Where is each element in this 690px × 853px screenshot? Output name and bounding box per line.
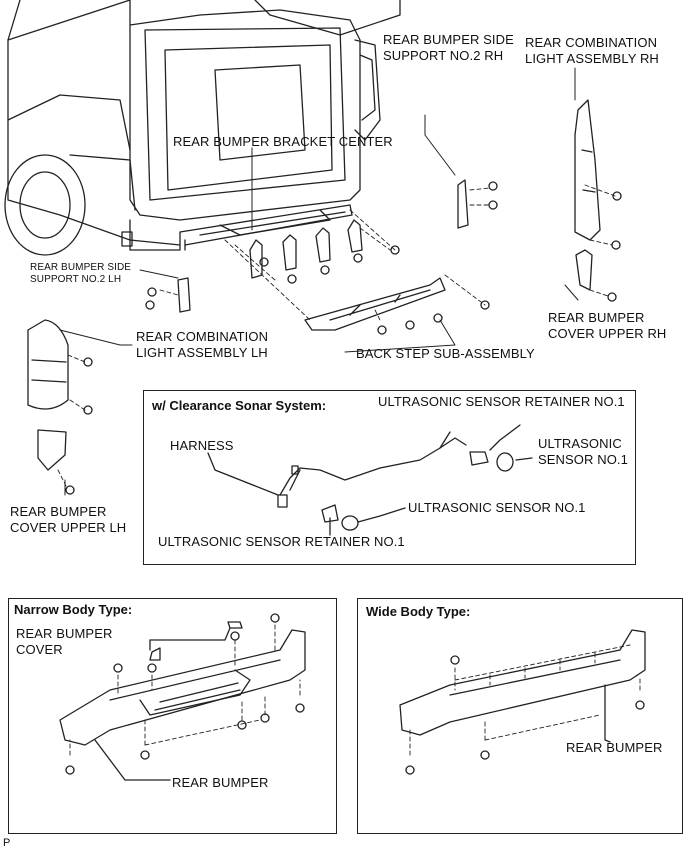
label-wide-bumper: REAR BUMPER (566, 740, 663, 755)
label-cover-upper-rh-1: REAR BUMPER (548, 310, 645, 325)
bolts (65, 181, 622, 495)
back-step (304, 277, 446, 331)
label-cover-upper-lh-1: REAR BUMPER (10, 504, 107, 519)
label-bumper-cover-1: REAR BUMPER (16, 626, 113, 641)
label-side-support-lh-1: REAR BUMPER SIDE (30, 262, 132, 273)
cover-upper-rh (575, 249, 593, 291)
label-side-support-rh-1: REAR BUMPER SIDE (383, 32, 514, 47)
label-retainer-bottom: ULTRASONIC SENSOR RETAINER NO.1 (158, 534, 405, 549)
dashed-guides (57, 184, 616, 487)
parts (27, 99, 601, 471)
label-sensor-right-1: ULTRASONIC (538, 436, 622, 451)
leader-lines (59, 67, 579, 496)
sonar-art (207, 424, 533, 536)
label-combination-light-rh-2: LIGHT ASSEMBLY RH (525, 51, 659, 66)
combination-light-lh (27, 319, 69, 410)
label-retainer-top: ULTRASONIC SENSOR RETAINER NO.1 (378, 394, 625, 409)
cover-upper-lh (37, 429, 67, 471)
sonar-panel-title: w/ Clearance Sonar System: (152, 398, 327, 413)
side-support-rh (457, 179, 469, 229)
center-bracket (249, 239, 263, 279)
label-cover-upper-rh-2: COVER UPPER RH (548, 326, 667, 341)
figure-code: P (3, 837, 11, 849)
label-back-step: BACK STEP SUB-ASSEMBLY (356, 346, 535, 361)
vehicle-body-illustration (4, 0, 401, 256)
narrow-panel-title: Narrow Body Type: (14, 602, 133, 617)
narrow-body-panel (8, 598, 337, 834)
label-cover-upper-lh-2: COVER UPPER LH (10, 520, 127, 535)
label-side-support-rh-2: SUPPORT NO.2 RH (383, 48, 504, 63)
side-support-lh (177, 277, 191, 313)
wide-bumper-art (399, 629, 646, 775)
label-side-support-lh-2: SUPPORT NO.2 LH (30, 274, 122, 285)
wide-panel-title: Wide Body Type: (366, 604, 471, 619)
combination-light-rh (574, 99, 601, 241)
wide-body-panel (357, 598, 683, 834)
label-combination-light-lh-1: REAR COMBINATION (136, 329, 269, 344)
label-combination-light-lh-2: LIGHT ASSEMBLY LH (136, 345, 268, 360)
label-harness: HARNESS (170, 438, 234, 453)
label-sensor-middle: ULTRASONIC SENSOR NO.1 (408, 500, 586, 515)
label-bracket-center: REAR BUMPER BRACKET CENTER (173, 134, 393, 149)
label-narrow-bumper: REAR BUMPER (172, 775, 269, 790)
narrow-bumper-art (59, 613, 306, 781)
label-bumper-cover-2: COVER (16, 642, 63, 657)
label-combination-light-rh-1: REAR COMBINATION (525, 35, 658, 50)
clearance-sonar-panel (143, 390, 636, 565)
label-sensor-right-2: SENSOR NO.1 (538, 452, 628, 467)
